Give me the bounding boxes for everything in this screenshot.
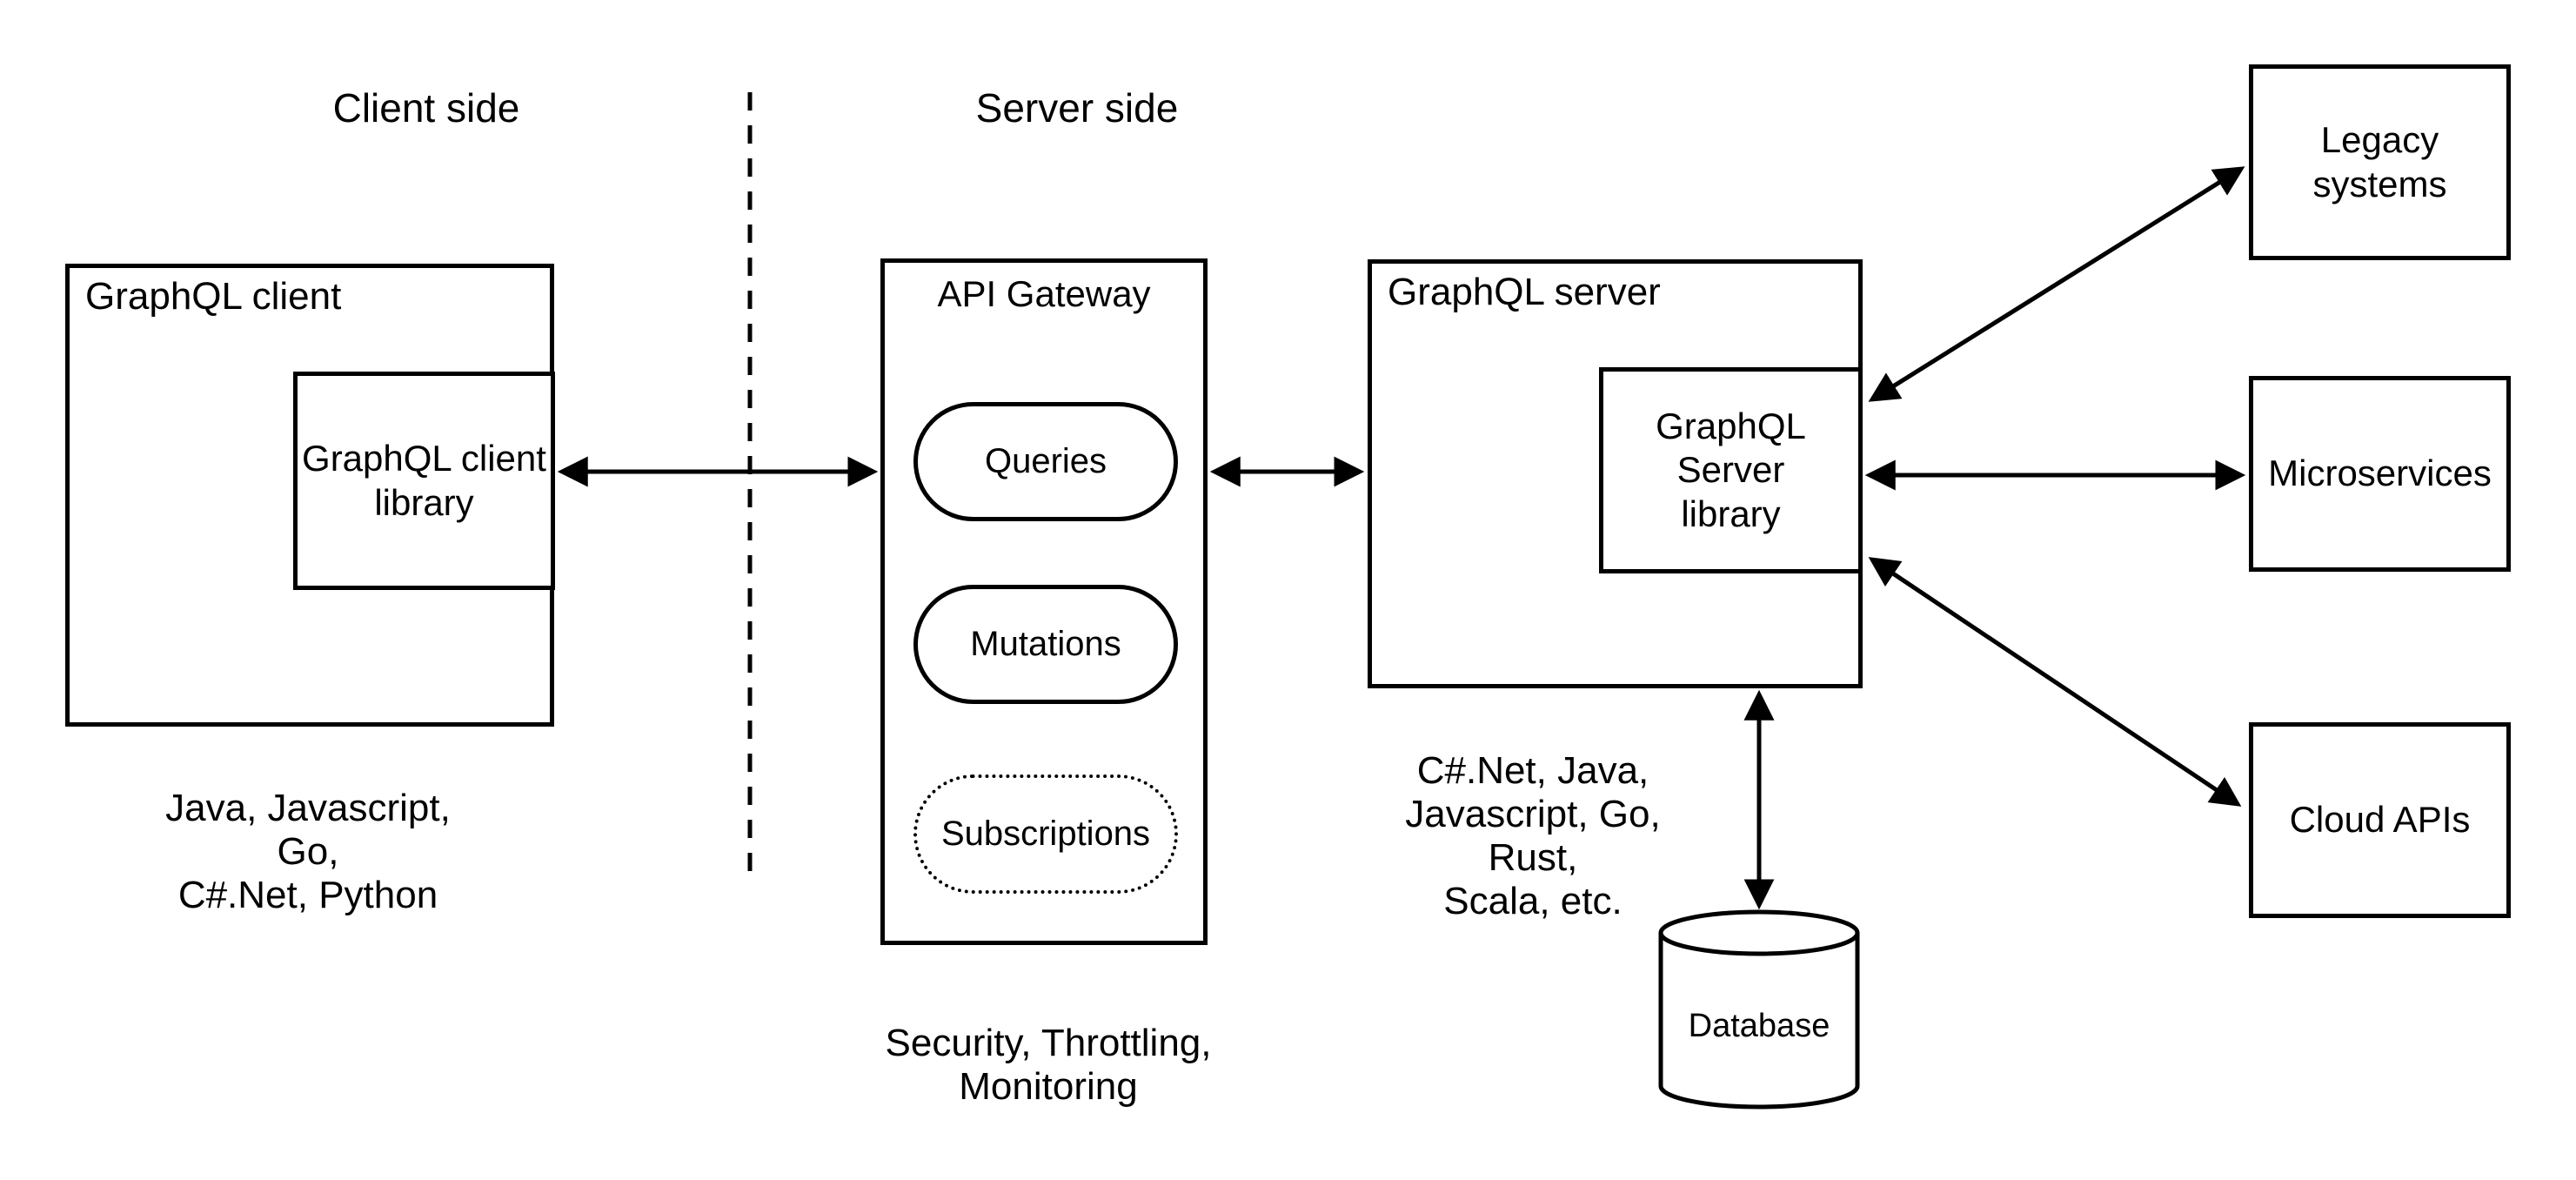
subscriptions-label: Subscriptions (940, 815, 1151, 853)
mutations-pill: Mutations (913, 585, 1178, 704)
graphql-server-box-label: GraphQL server (1388, 271, 1661, 313)
cloud-apis-box: Cloud APIs (2249, 722, 2511, 918)
legacy-systems-label: Legacy systems (2312, 119, 2447, 204)
client-side-title: Client side (332, 85, 520, 131)
cloud-apis-label: Cloud APIs (2289, 799, 2471, 841)
graphql-client-library-label: GraphQL client library (302, 438, 546, 523)
subscriptions-pill: Subscriptions (913, 774, 1178, 894)
server-languages-text: C#.Net, Java, Javascript, Go, Rust, Scal… (1405, 749, 1661, 922)
graphql-client-library-box: GraphQL client library (293, 372, 555, 590)
api-gateway-box: API Gateway (880, 258, 1208, 945)
server-side-title: Server side (975, 85, 1179, 131)
queries-pill: Queries (913, 402, 1178, 521)
gateway-caption-text: Security, Throttling, Monitoring (885, 1022, 1212, 1108)
graphql-server-library-box: GraphQL Server library (1599, 367, 1863, 573)
legacy-systems-box: Legacy systems (2249, 64, 2511, 260)
queries-label: Queries (984, 442, 1107, 480)
mutations-label: Mutations (970, 625, 1121, 663)
graphql-server-library-label: GraphQL Server library (1656, 405, 1806, 534)
microservices-box: Microservices (2249, 376, 2511, 572)
graphql-server-box: GraphQL server (1368, 259, 1863, 688)
microservices-label: Microservices (2268, 453, 2492, 494)
graphql-client-box-label: GraphQL client (85, 275, 342, 318)
client-languages-text: Java, Javascript, Go, C#.Net, Python (165, 787, 451, 916)
server-legacy-arrow (1868, 166, 2245, 402)
server-cloudapis-arrow (1868, 557, 2242, 807)
api-gateway-label: API Gateway (937, 273, 1151, 314)
database-label: Database (1688, 1008, 1830, 1044)
